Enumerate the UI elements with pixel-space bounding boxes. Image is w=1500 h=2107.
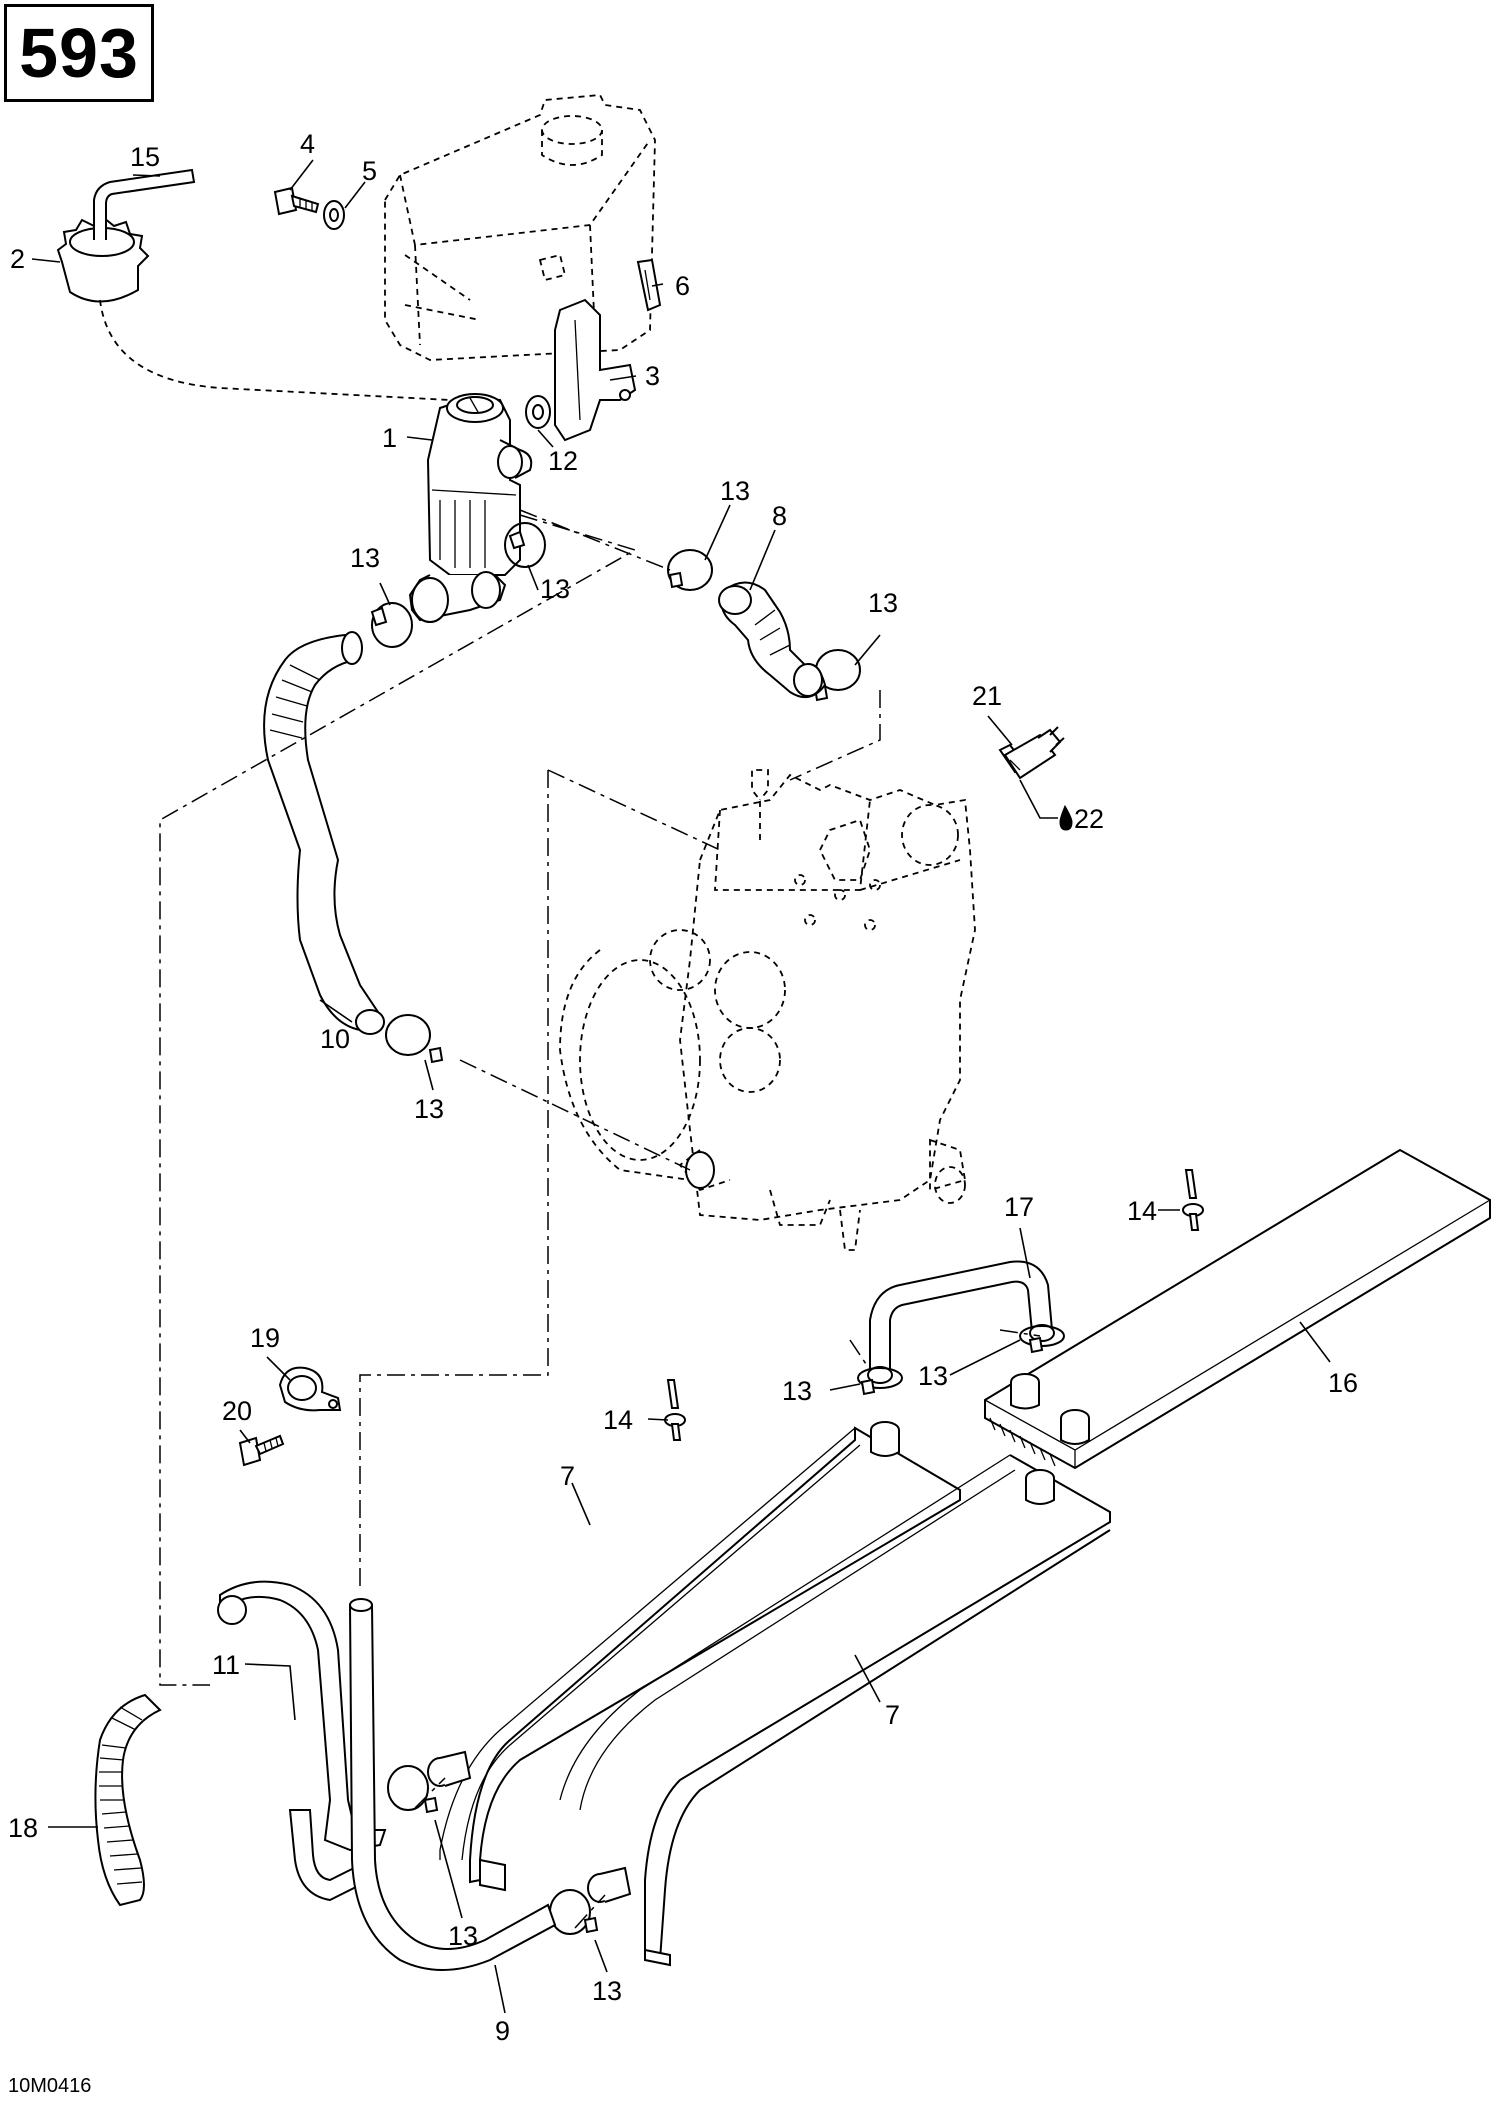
mounting-screw: [238, 1434, 285, 1467]
callout-22: 22: [1074, 804, 1104, 834]
spring-clip: [636, 258, 662, 312]
callout-1: 1: [382, 423, 397, 453]
callout-7-lower: 7: [885, 1700, 900, 1730]
rivet-lower: [664, 1379, 686, 1441]
reservoir-cap: [56, 168, 451, 401]
callout-14-lower: 14: [603, 1405, 633, 1435]
drawing-reference-code: 10M0416: [8, 2075, 92, 2097]
page-number: 593: [19, 14, 139, 92]
hose-clamp-lower-right: [549, 1866, 632, 1935]
callout-13-lower-left: 13: [448, 1921, 478, 1951]
callout-11: 11: [212, 1650, 240, 1680]
hose-clamp-lower-left: [387, 1750, 472, 1814]
callout-12: 12: [548, 446, 578, 476]
callout-19: 19: [250, 1323, 280, 1353]
heat-exchanger-upper: [439, 1421, 961, 1892]
radiator-crossover-hose: [867, 1260, 1055, 1384]
coolant-reservoir-tank: [384, 94, 656, 361]
callout-13-lower-right: 13: [592, 1976, 622, 2006]
callout-13-tank-right: 13: [540, 574, 570, 604]
callout-9: 9: [495, 2016, 510, 2046]
upper-coolant-hose: [263, 631, 385, 1035]
callout-labels: 15 2 4 5 6 3 1 12 13 13 13 8 13 21 22 10…: [8, 129, 1358, 2046]
callout-10: 10: [320, 1024, 350, 1054]
callout-7-upper: 7: [560, 1461, 575, 1491]
callout-4: 4: [300, 129, 315, 159]
heat-exchanger-lower: [559, 1454, 1111, 1967]
callout-13-crossover-left: 13: [782, 1376, 812, 1406]
engine-block: [559, 769, 976, 1251]
connection-lines: [159, 509, 1041, 1929]
page-number-box: 593: [4, 4, 154, 102]
leader-lines: [31, 159, 1331, 2014]
p-clamp: [278, 1366, 342, 1412]
hose-clamp-elbow-top: [667, 549, 713, 591]
callout-20: 20: [222, 1396, 252, 1426]
callout-13-tank-left: 13: [350, 543, 380, 573]
hose-clamp-upper-right: [504, 522, 546, 568]
callout-16: 16: [1328, 1368, 1358, 1398]
hose-clamp-upper-left: [370, 602, 413, 648]
lower-hose-right: [348, 1598, 557, 1971]
radiator: [984, 1148, 1491, 1470]
hose-clamp-crossover-left: [857, 1367, 903, 1396]
bolt: [273, 186, 320, 216]
corrugated-sleeve: [94, 1693, 162, 1907]
grommet: [525, 395, 551, 429]
washer: [323, 200, 345, 230]
hose-clamp-crossover-right: [1019, 1325, 1065, 1354]
callout-17: 17: [1004, 1192, 1034, 1222]
callout-8: 8: [772, 501, 787, 531]
callout-18: 18: [8, 1813, 38, 1843]
hose-clamp-hose-10: [385, 1014, 444, 1064]
callout-13-hose-10: 13: [414, 1094, 444, 1124]
callout-6: 6: [675, 271, 690, 301]
temperature-sensor: [998, 726, 1065, 780]
callout-14-upper: 14: [1127, 1196, 1157, 1226]
liquid-drop-icon: [1059, 804, 1073, 831]
callout-2: 2: [10, 244, 25, 274]
callout-3: 3: [645, 361, 660, 391]
rivet-upper: [1182, 1169, 1204, 1231]
callout-15: 15: [130, 142, 160, 172]
callout-5: 5: [362, 156, 377, 186]
callout-13-elbow-bottom: 13: [868, 588, 898, 618]
callout-21: 21: [972, 681, 1002, 711]
elbow-hose: [718, 581, 827, 699]
tank-bracket: [554, 298, 637, 442]
lower-hose-left: [217, 1580, 387, 1902]
expansion-tank: [408, 393, 533, 623]
callout-13-elbow-top: 13: [720, 476, 750, 506]
callout-13-crossover-right: 13: [918, 1361, 948, 1391]
